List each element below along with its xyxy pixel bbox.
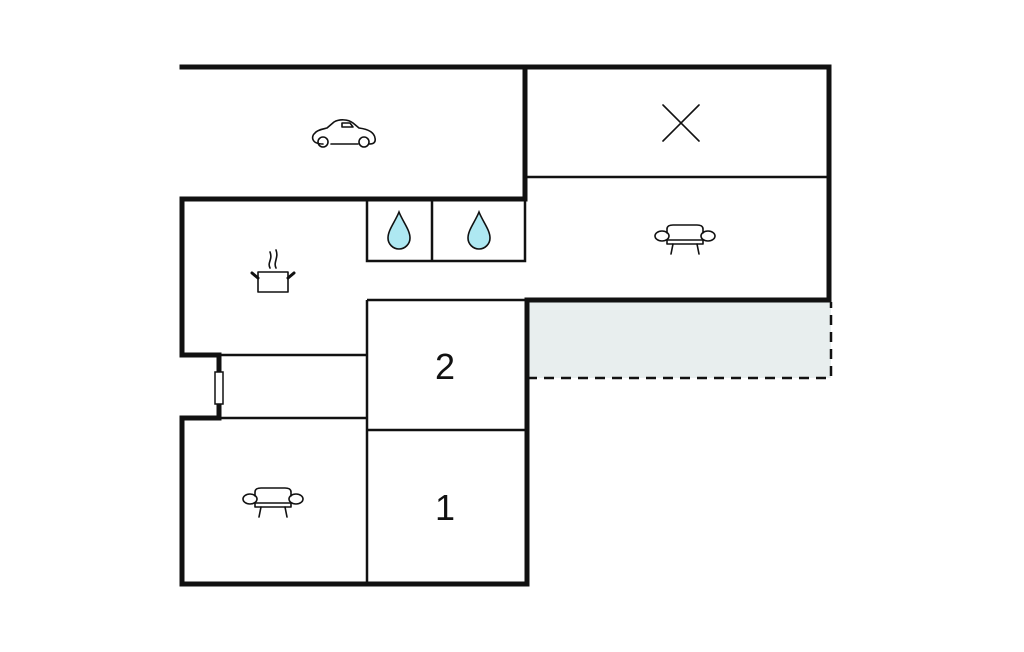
room-label-2: 2 xyxy=(435,346,455,387)
sofa-icon xyxy=(242,487,304,518)
car-icon xyxy=(311,119,376,148)
window xyxy=(214,371,224,405)
cross-icon xyxy=(662,104,700,142)
water-drop-icon xyxy=(387,209,411,250)
sofa-icon xyxy=(654,224,716,255)
room-label-1: 1 xyxy=(435,487,455,528)
walls xyxy=(179,64,832,587)
cooking-pot-icon xyxy=(250,249,296,293)
terrace xyxy=(527,302,833,380)
water-drop-icon xyxy=(467,209,491,250)
